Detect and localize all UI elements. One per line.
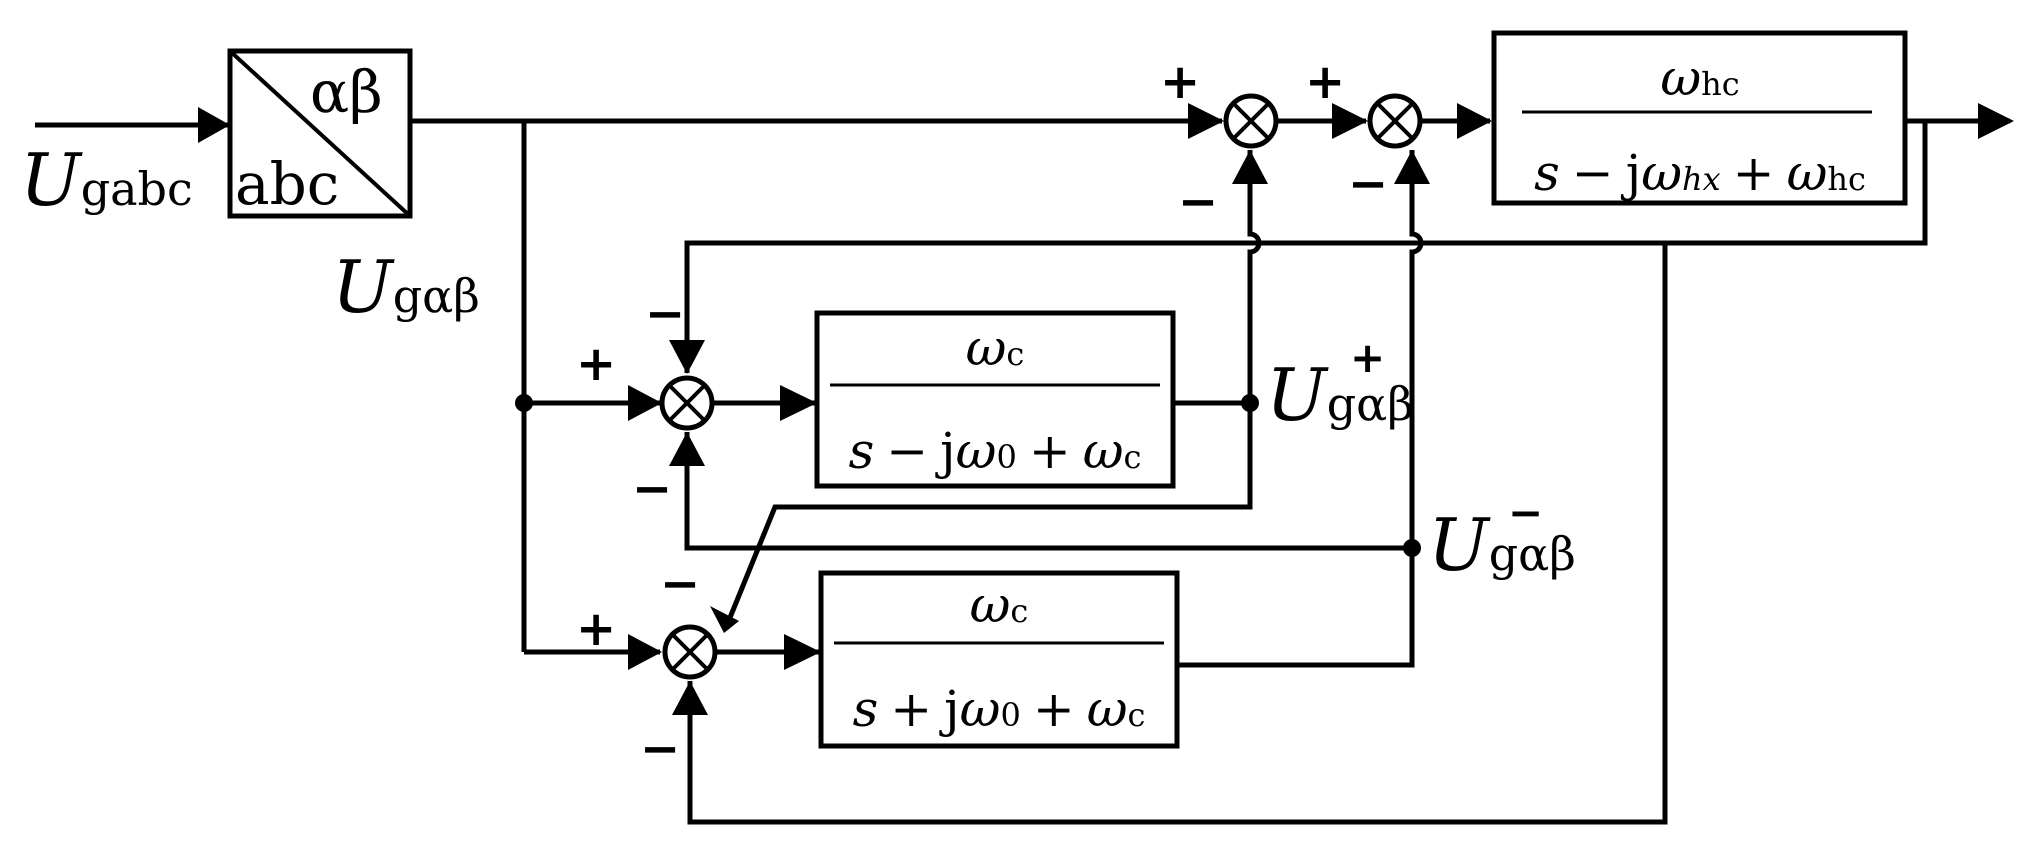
pos-to-s4-wire — [724, 403, 1253, 626]
hc-numerator: ωhc — [1660, 49, 1739, 107]
hc-feedback-wire — [684, 118, 1928, 373]
s1-arrow — [1188, 103, 1224, 139]
s3-arrow — [628, 385, 662, 421]
sum-junction-4 — [662, 624, 718, 680]
s4-diag-arrow — [710, 606, 739, 633]
input-arrow — [198, 107, 230, 143]
s1-plus-sign: + — [1160, 54, 1200, 110]
s1-minus-arrow — [1232, 150, 1268, 184]
output-arrow — [1978, 103, 2014, 139]
neg-output-superscript: − — [1508, 488, 1543, 537]
hc-arrow — [1457, 103, 1492, 139]
pos-filter-arrow — [780, 385, 817, 421]
s4-arrow — [628, 634, 662, 670]
neg-output-label: Ugαβ — [1428, 503, 1576, 587]
s2-minus-sign: − — [1348, 156, 1388, 212]
neg-feedback-up — [1409, 150, 1424, 548]
input-label: Ugabc — [20, 138, 193, 222]
pos-output-label: Ugαβ — [1266, 353, 1414, 437]
s1-minus-sign: − — [1178, 174, 1218, 230]
sum-junction-3 — [659, 375, 715, 431]
neg-numerator: ωc — [970, 576, 1029, 634]
s3-minus-top-sign: − — [645, 286, 685, 342]
s4-plus-sign: + — [576, 601, 616, 657]
s2-plus-sign: + — [1305, 54, 1345, 110]
s4-minus-top-sign: − — [660, 556, 700, 612]
transform-top-label: αβ — [310, 58, 383, 126]
hc-filter-block — [1491, 30, 1908, 206]
pos-filter-block — [814, 310, 1176, 489]
s2-arrow — [1332, 103, 1368, 139]
sum-junction-2 — [1367, 93, 1423, 149]
transform-bottom-label: abc — [235, 150, 339, 218]
pos-output-superscript: + — [1350, 333, 1385, 382]
transform-diagonal — [228, 49, 412, 218]
pos-feedback-up — [1247, 150, 1262, 403]
s3-minus-bottom-sign: − — [632, 461, 672, 517]
pos-denominator: s−jω0+ωc — [849, 422, 1142, 480]
s4-bottom-arrow — [672, 681, 708, 715]
neg-out-wire — [1177, 548, 1415, 668]
neg-to-s3-wire — [684, 432, 1412, 551]
s3-bottom-arrow — [669, 432, 705, 466]
s3-top-arrow — [669, 340, 705, 374]
s4-minus-bottom-sign: − — [640, 721, 680, 777]
sum-junction-1 — [1223, 93, 1279, 149]
hc-denominator: s−jωhx+ωhc — [1534, 144, 1866, 202]
s3-plus-sign: + — [576, 336, 616, 392]
s2-minus-arrow — [1394, 150, 1430, 184]
neg-filter-arrow — [784, 634, 821, 670]
pos-numerator: ωc — [966, 319, 1025, 377]
neg-denominator: s+jω0+ωc — [853, 680, 1146, 738]
alpha-beta-label: Ugαβ — [332, 245, 480, 329]
hc-to-s4-wire — [687, 243, 1668, 825]
neg-filter-block — [818, 570, 1180, 749]
